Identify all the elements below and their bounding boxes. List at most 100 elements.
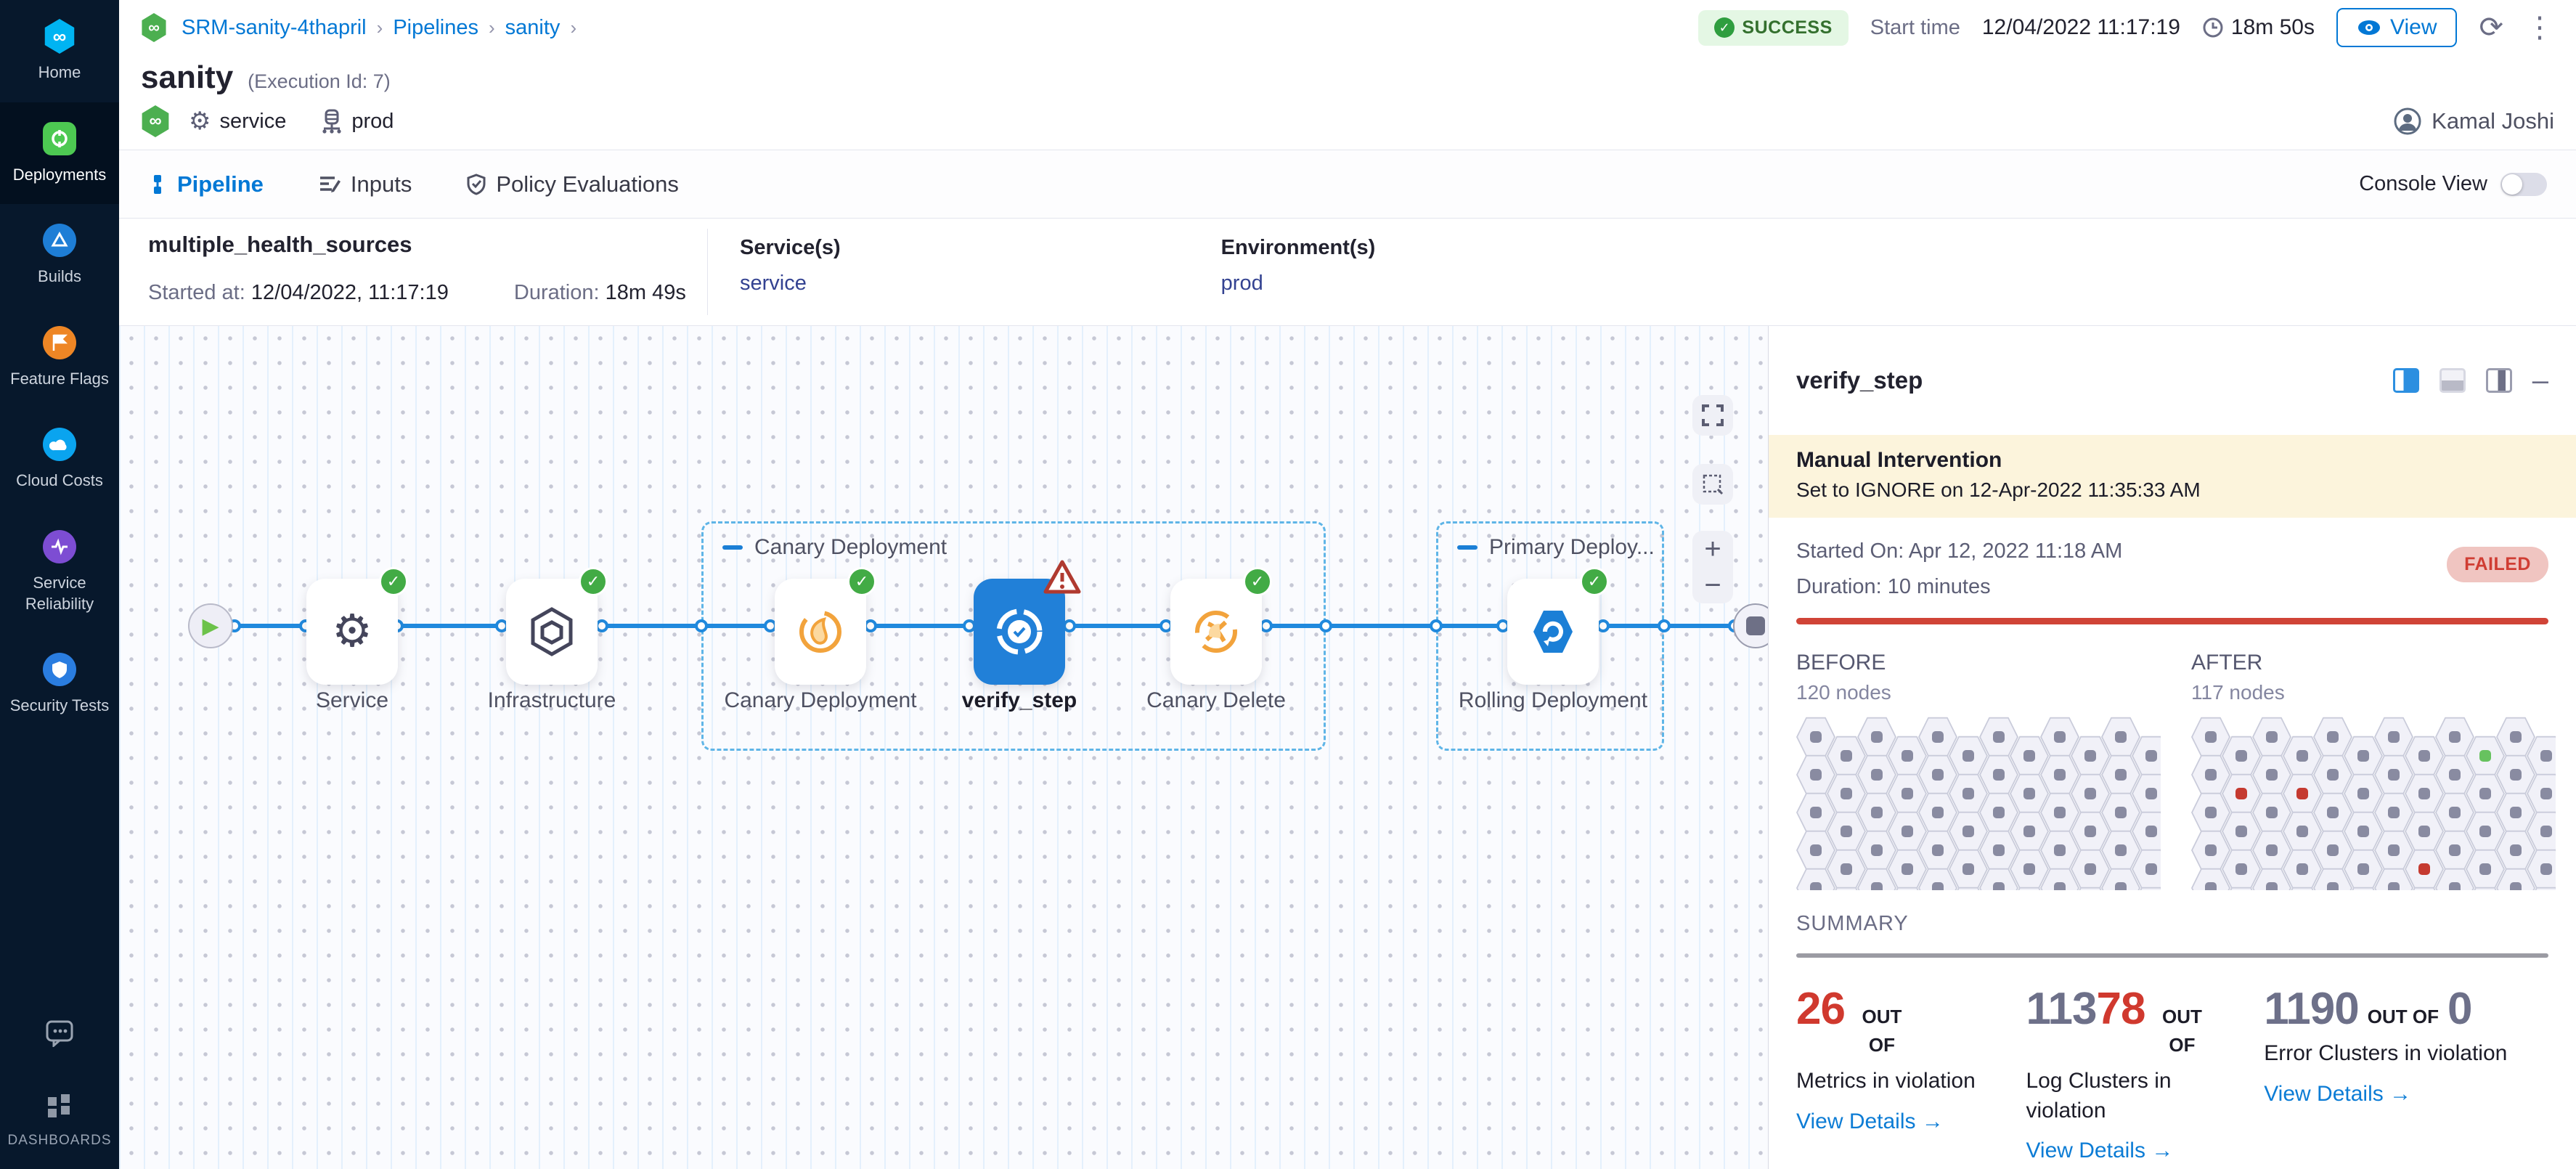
minimized-panel-view-icon[interactable] [2485,368,2512,393]
hexagon-dot [2115,882,2127,890]
sidebar-item-service-reliability[interactable]: Service Reliability [0,510,119,633]
stage-group-label-1[interactable]: Primary Deploy... [1457,535,1655,560]
hexagon-node [2466,887,2505,890]
breadcrumb-link-1[interactable]: Pipelines [393,15,478,39]
hexagon-dot [2023,826,2035,837]
fullscreen-button[interactable] [1692,395,1733,436]
breadcrumb-link-0[interactable]: SRM-sanity-4thapril [182,15,367,39]
hexagon-fill [2315,756,2351,794]
after-hexgrid[interactable] [2191,716,2556,890]
hexagon-fill [2406,775,2442,812]
hexagon-fill [2315,831,2351,869]
sidebar-item-cloud-costs[interactable]: Cloud Costs [0,408,119,510]
more-options-icon[interactable]: ⋮ [2525,12,2554,44]
sidebar-item-home[interactable]: ∞Home [0,0,119,102]
hexagon-dot [2479,863,2491,875]
environment-link[interactable]: prod [1220,272,1263,295]
console-view-label: Console View [2359,172,2487,195]
deployments-icon [42,121,77,156]
hexagon-fill [2284,775,2320,812]
hexagon-fill [2376,831,2412,869]
sidebar-item-label: Home [38,63,81,81]
group-dash-icon [1457,545,1477,550]
view-details-link[interactable]: View Details → [2264,1082,2524,1107]
arrow-right-icon: → [2383,1081,2412,1106]
sidebar-item-builds[interactable]: Builds [0,204,119,306]
sidebar-item-dashboards[interactable]: DASHBOARDS [0,1070,119,1169]
stop-icon [1746,616,1765,635]
hexagon-fill [2193,756,2229,794]
stage-name: multiple_health_sources [148,232,412,257]
pipeline-node-canary-deployment[interactable]: ✓ [775,567,876,685]
before-hexgrid[interactable] [1796,716,2161,890]
gear-icon: ⚙ [332,606,372,656]
hexagon-dot [2084,788,2096,799]
console-view-toggle[interactable] [2500,172,2547,196]
select-region-button[interactable] [1692,464,1733,505]
hexagon-fill [1981,718,2017,756]
pipeline-node-label: Service [315,688,389,712]
hexagon-fill [2103,831,2139,869]
hexagon-dot [2388,769,2400,781]
hexagon-fill [2254,718,2290,756]
zoom-out-button[interactable]: − [1704,569,1721,601]
pipeline-start-node[interactable]: ▶ [188,603,233,648]
stage-group-label-0[interactable]: Canary Deployment [722,535,947,560]
environment-tag[interactable]: prod [321,109,394,134]
infrastructure-icon [529,606,575,657]
bottom-panel-view-icon[interactable] [2439,368,2466,393]
zoom-in-button[interactable]: + [1704,533,1721,565]
success-badge-icon: ✓ [847,567,876,596]
hexagon-fill [2406,888,2442,890]
view-details-link[interactable]: View Details → [2026,1139,2239,1163]
hexagon-fill [2315,794,2351,831]
pipeline-node-infrastructure[interactable]: ✓ [506,567,608,685]
minimize-panel-icon[interactable]: – [2532,364,2548,396]
tab-policy-evaluations[interactable]: Policy Evaluations [467,171,679,197]
page-header: ∞SRM-sanity-4thapril›Pipelines›sanity› ✓… [119,0,2576,150]
right-panel-view-icon[interactable] [2392,368,2419,393]
hexagon-fill [2467,850,2503,888]
sidebar-item-chat[interactable] [0,997,119,1070]
user-chip[interactable]: Kamal Joshi [2394,107,2554,135]
hexagon-fill [2042,718,2078,756]
tab-icon-2 [467,173,486,195]
rolling-icon [1528,608,1578,656]
node-comparison: BEFORE 120 nodes AFTER 117 nodes [1796,651,2556,890]
pipeline-node-canary-delete[interactable]: ✓ [1170,567,1272,685]
refresh-icon[interactable]: ⟳ [2479,12,2503,44]
hexagon-fill [1950,888,1986,890]
hexagon-fill [2345,775,2381,812]
summary-number: 1190 [2264,984,2360,1034]
service-tag[interactable]: ⚙ service [189,107,286,136]
marquee-select-icon [1703,474,1724,495]
pipeline-node-verify_step[interactable] [974,560,1081,685]
pipeline-node-rolling-deployment[interactable]: ✓ [1507,567,1609,685]
stage-started: Started at: 12/04/2022, 11:17:19 [148,281,449,304]
tab-pipeline[interactable]: Pipeline [148,171,264,197]
view-button-label: View [2390,15,2437,39]
summary-scrollbar[interactable] [1796,953,2548,958]
view-button[interactable]: View [2336,8,2458,47]
sidebar-item-feature-flags[interactable]: Feature Flags [0,306,119,409]
dashboards-icon [42,1088,77,1123]
hexagon-fill [2223,850,2259,888]
breadcrumb-link-2[interactable]: sanity [505,15,561,39]
sidebar-item-label: Deployments [12,165,107,184]
hexagon-fill [2284,888,2320,890]
tab-inputs[interactable]: Inputs [319,171,412,197]
service-link[interactable]: service [740,272,807,295]
sidebar-item-deployments[interactable]: Deployments [0,102,119,205]
pipeline-end-node[interactable] [1733,603,1768,648]
view-details-link[interactable]: View Details → [1796,1109,2001,1134]
service-tag-label: service [219,109,287,133]
hexagon-fill [2193,718,2229,756]
sidebar-item-security-tests[interactable]: Security Tests [0,633,119,736]
pipeline-node-service[interactable]: ⚙✓ [306,567,408,685]
breadcrumb: ∞SRM-sanity-4thapril›Pipelines›sanity› [141,13,576,42]
hexagon-node [2010,887,2049,890]
pipeline-canvas[interactable]: + − Canary Deployment Primary Deploy... ▶ ⚙… [119,326,1768,1169]
banner-title: Manual Intervention [1796,448,2002,472]
hexagon-fill [2011,850,2047,888]
